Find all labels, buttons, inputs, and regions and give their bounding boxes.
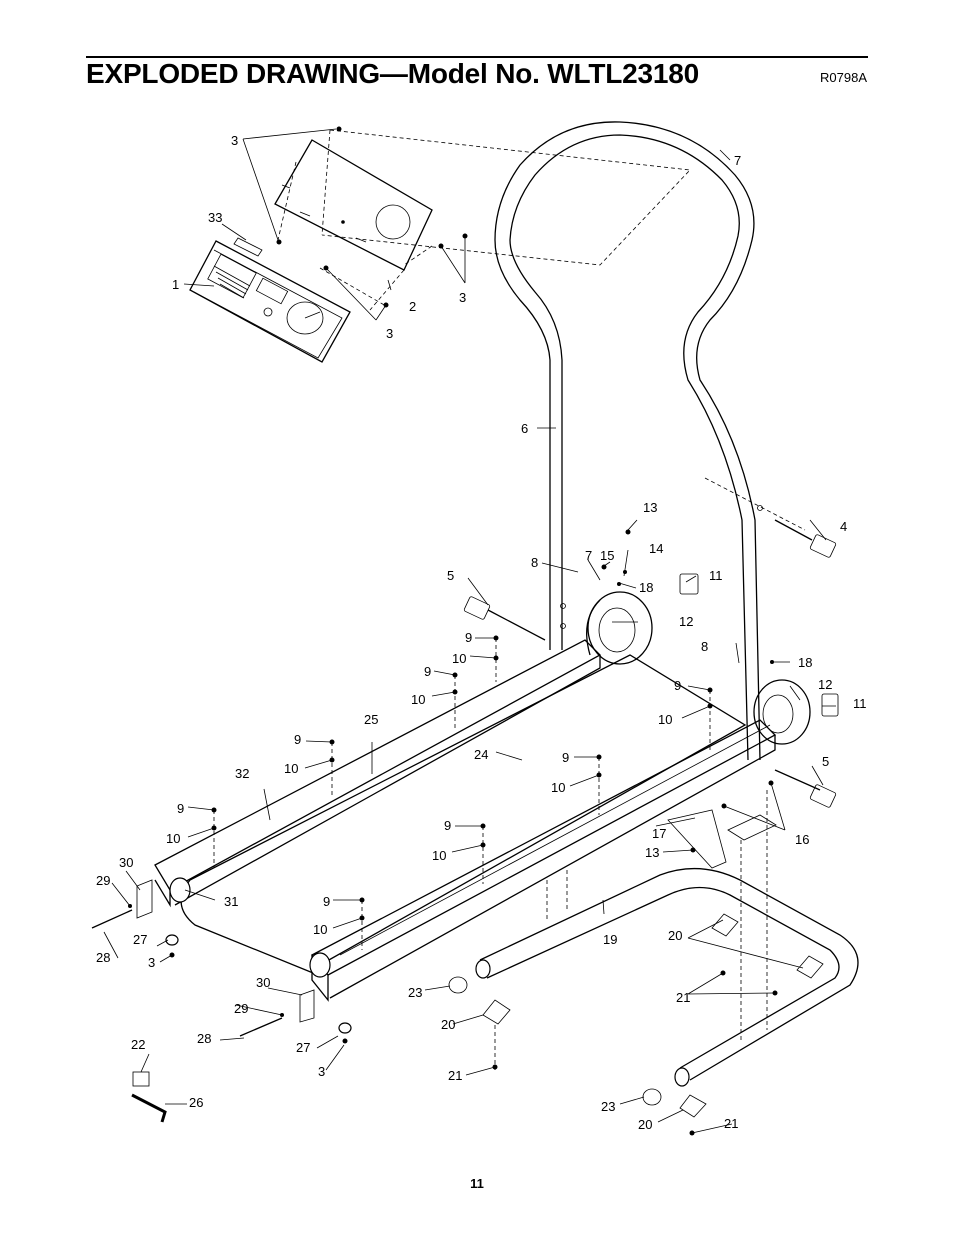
callout-9: 9 bbox=[465, 630, 472, 645]
callout-18: 18 bbox=[639, 580, 653, 595]
callout-6: 6 bbox=[521, 421, 528, 436]
callout-27: 27 bbox=[296, 1040, 310, 1055]
drawing-code: R0798A bbox=[820, 70, 867, 85]
callout-13: 13 bbox=[645, 845, 659, 860]
callout-22: 22 bbox=[131, 1037, 145, 1052]
callout-23: 23 bbox=[408, 985, 422, 1000]
small-parts bbox=[91, 519, 837, 1123]
callout-4: 4 bbox=[840, 519, 847, 534]
callout-1: 1 bbox=[172, 277, 179, 292]
walking-deck bbox=[154, 639, 777, 1002]
callout-30: 30 bbox=[256, 975, 270, 990]
wheels bbox=[586, 573, 839, 745]
callout-28: 28 bbox=[96, 950, 110, 965]
callout-11: 11 bbox=[709, 568, 723, 583]
callout-3: 3 bbox=[459, 290, 466, 305]
callout-2: 2 bbox=[409, 299, 416, 314]
callout-18: 18 bbox=[798, 655, 812, 670]
callout-7: 7 bbox=[585, 548, 592, 563]
callout-9: 9 bbox=[424, 664, 431, 679]
callout-23: 23 bbox=[601, 1099, 615, 1114]
callout-27: 27 bbox=[133, 932, 147, 947]
page-title: EXPLODED DRAWING—Model No. WLTL23180 bbox=[86, 58, 699, 89]
callout-19: 19 bbox=[603, 932, 617, 947]
callout-9: 9 bbox=[177, 801, 184, 816]
callout-3: 3 bbox=[386, 326, 393, 341]
callout-9: 9 bbox=[323, 894, 330, 909]
callout-31: 31 bbox=[224, 894, 238, 909]
callout-7: 7 bbox=[734, 153, 741, 168]
callout-26: 26 bbox=[189, 1095, 203, 1110]
console-assembly bbox=[189, 126, 691, 363]
base-frame bbox=[448, 790, 859, 1118]
upright-frame bbox=[494, 121, 806, 761]
callout-13: 13 bbox=[643, 500, 657, 515]
callout-9: 9 bbox=[562, 750, 569, 765]
callout-12: 12 bbox=[818, 677, 832, 692]
callout-32: 32 bbox=[235, 766, 249, 781]
part-callouts: 3 33 1 2 3 3 7 6 4 13 14 8 7 15 11 5 18 … bbox=[96, 133, 867, 1132]
callout-10: 10 bbox=[432, 848, 446, 863]
callout-8: 8 bbox=[531, 555, 538, 570]
callout-3: 3 bbox=[318, 1064, 325, 1079]
callout-10: 10 bbox=[166, 831, 180, 846]
callout-9: 9 bbox=[294, 732, 301, 747]
callout-11: 11 bbox=[853, 696, 867, 711]
callout-10: 10 bbox=[284, 761, 298, 776]
callout-10: 10 bbox=[411, 692, 425, 707]
callout-8: 8 bbox=[701, 639, 708, 654]
callout-16: 16 bbox=[795, 832, 809, 847]
leader-lines bbox=[103, 128, 836, 1134]
callout-5: 5 bbox=[822, 754, 829, 769]
callout-21: 21 bbox=[724, 1116, 738, 1131]
header-rule bbox=[86, 56, 868, 58]
callout-3: 3 bbox=[148, 955, 155, 970]
callout-20: 20 bbox=[668, 928, 682, 943]
callout-33: 33 bbox=[208, 210, 222, 225]
callout-29: 29 bbox=[96, 873, 110, 888]
callout-12: 12 bbox=[679, 614, 693, 629]
callout-9: 9 bbox=[674, 678, 681, 693]
callout-9: 9 bbox=[444, 818, 451, 833]
page-number: 11 bbox=[470, 1176, 484, 1191]
callout-29: 29 bbox=[234, 1001, 248, 1016]
callout-17: 17 bbox=[652, 826, 666, 841]
callout-20: 20 bbox=[441, 1017, 455, 1032]
callout-25: 25 bbox=[364, 712, 378, 727]
callout-10: 10 bbox=[658, 712, 672, 727]
callout-20: 20 bbox=[638, 1117, 652, 1132]
callout-14: 14 bbox=[649, 541, 663, 556]
callout-30: 30 bbox=[119, 855, 133, 870]
callout-21: 21 bbox=[448, 1068, 462, 1083]
callout-24: 24 bbox=[474, 747, 488, 762]
callout-5: 5 bbox=[447, 568, 454, 583]
callout-10: 10 bbox=[313, 922, 327, 937]
callout-15: 15 bbox=[600, 548, 614, 563]
callout-10: 10 bbox=[452, 651, 466, 666]
callout-10: 10 bbox=[551, 780, 565, 795]
callout-28: 28 bbox=[197, 1031, 211, 1046]
callout-21: 21 bbox=[676, 990, 690, 1005]
callout-3: 3 bbox=[231, 133, 238, 148]
